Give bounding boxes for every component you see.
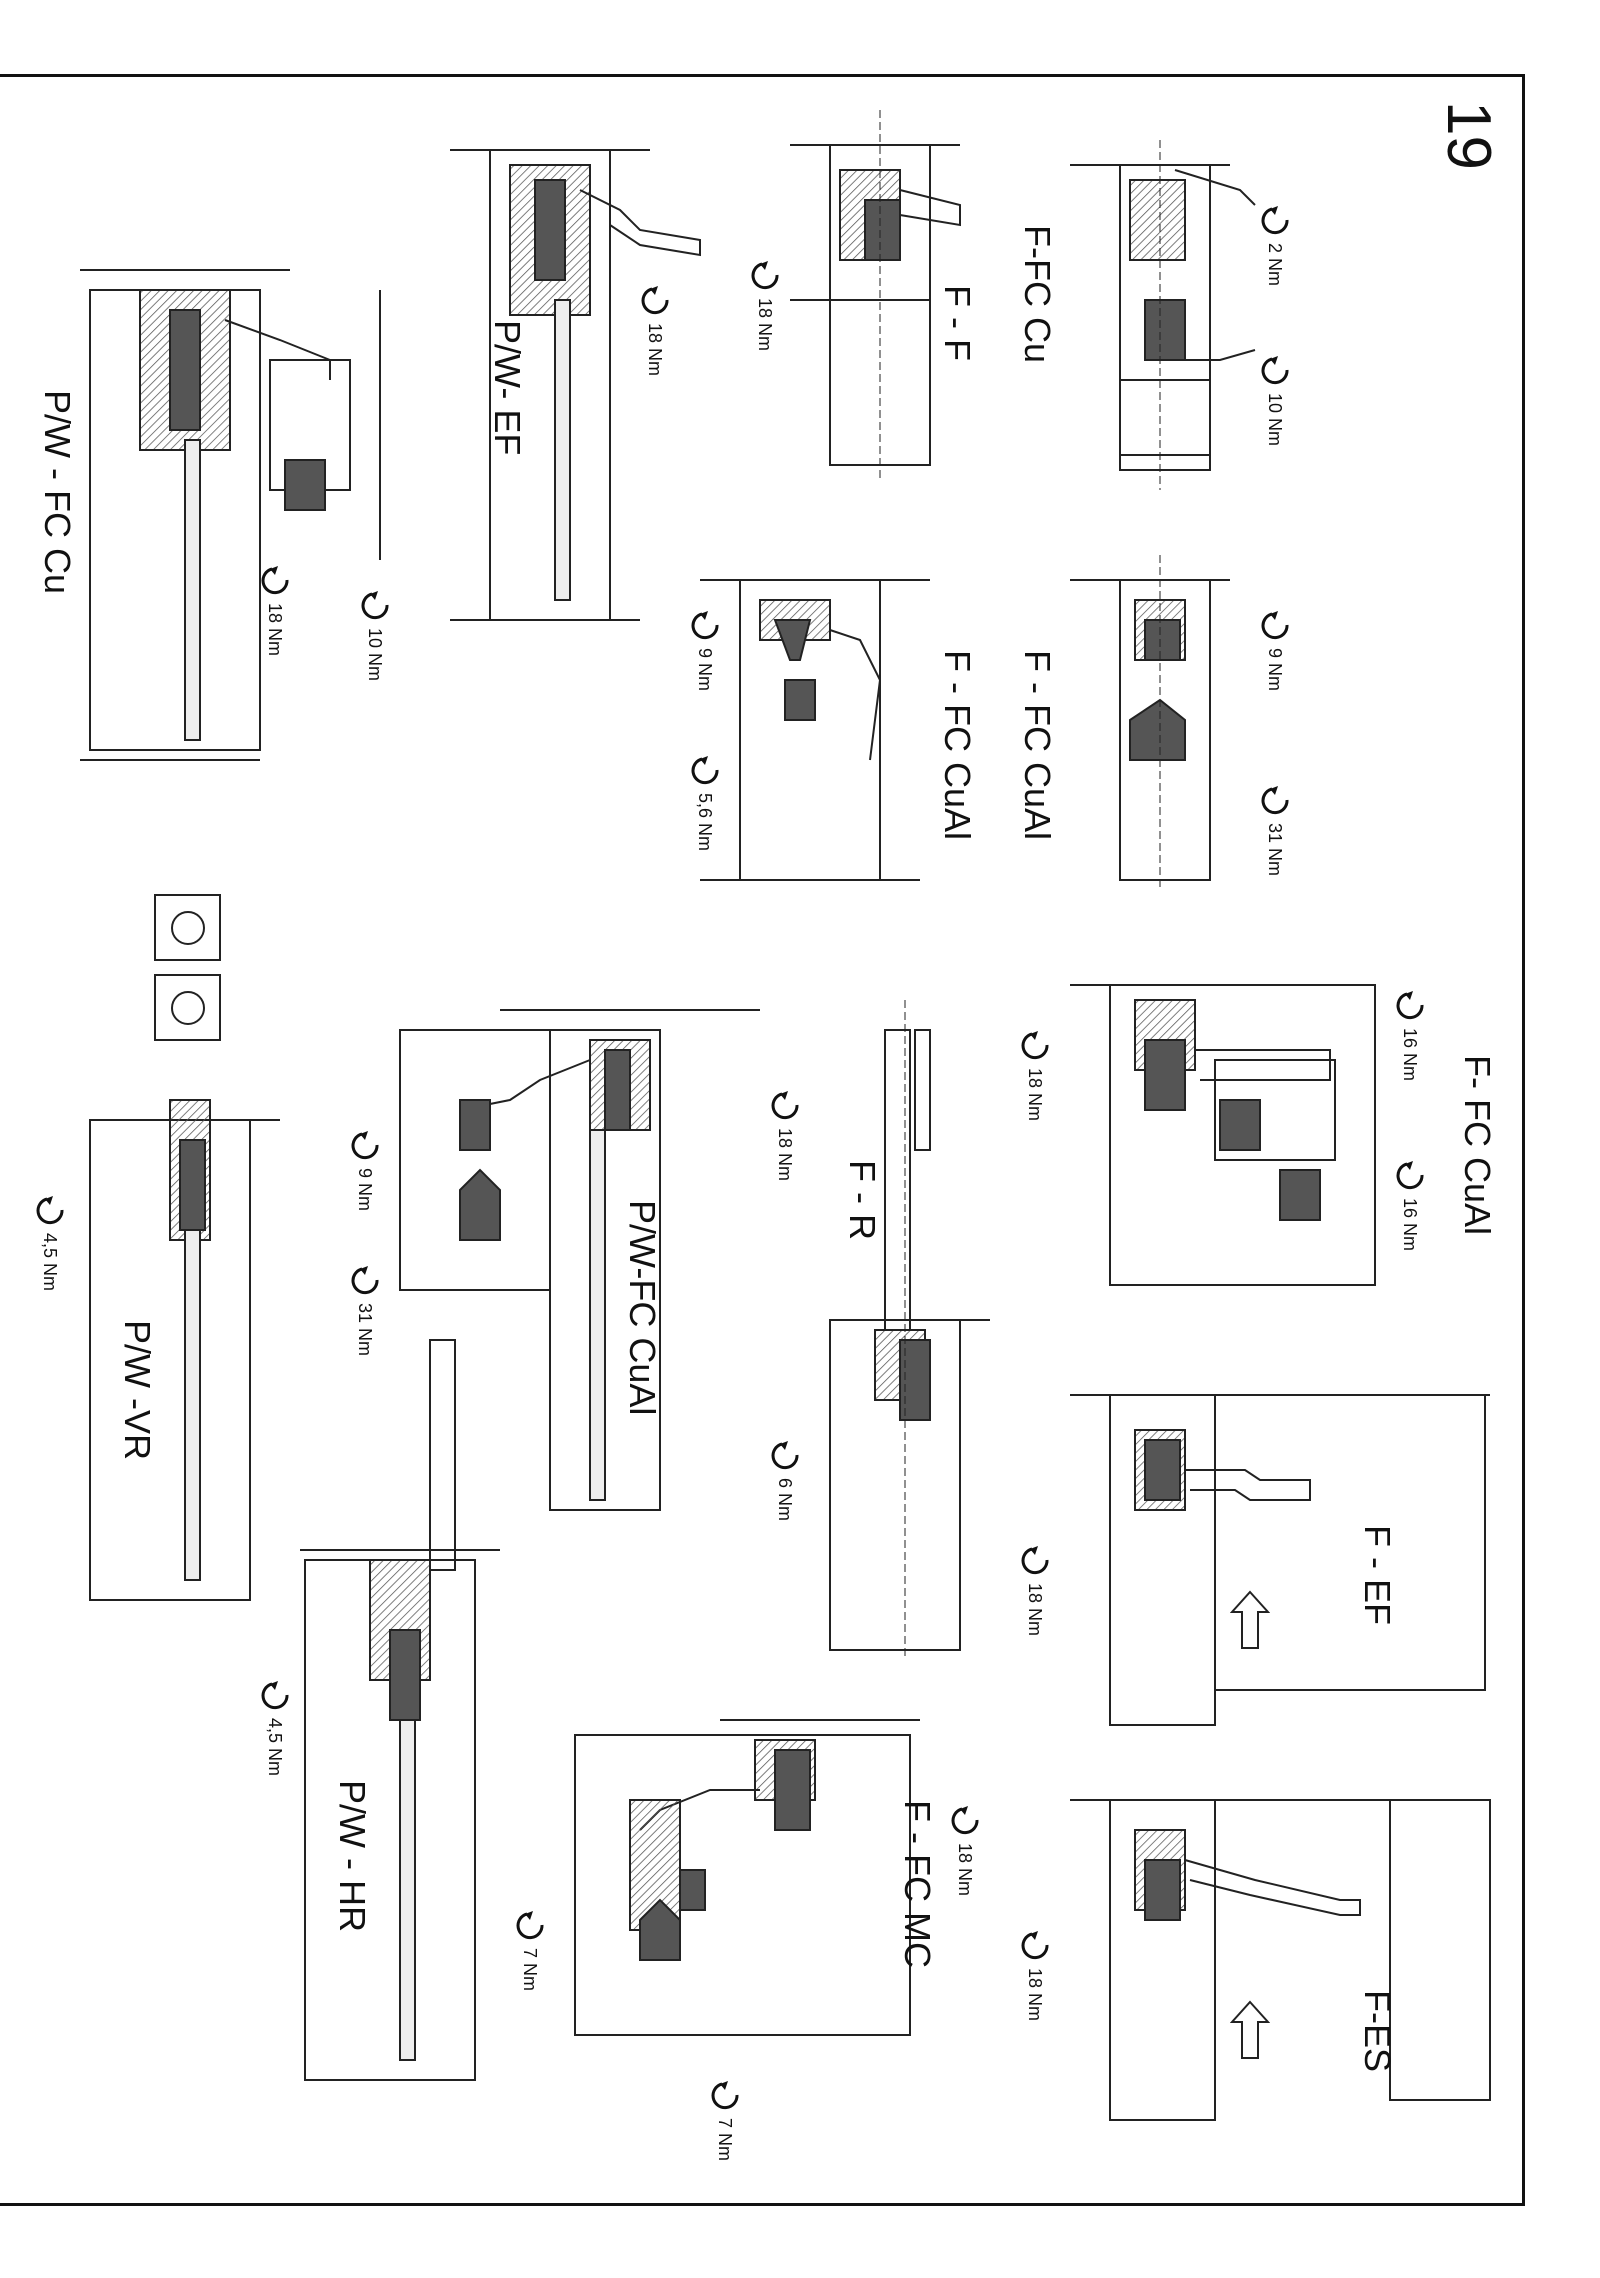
torque-callout: 18 Nm <box>260 565 290 656</box>
torque-callout: 10 Nm <box>360 590 390 681</box>
torque-arrow-icon <box>751 261 779 290</box>
torque-arrow-icon <box>951 1806 979 1835</box>
label-f-es: F-ES <box>1357 1990 1398 2073</box>
torque-arrow-icon <box>261 566 289 595</box>
torque-arrow-icon <box>1021 1931 1049 1960</box>
torque-callout: 18 Nm <box>1020 1030 1050 1121</box>
label-pw-ef: P/W- EF <box>487 320 528 456</box>
label-pw-fc-cu: P/W - FC Cu <box>37 390 78 594</box>
torque-callout: 18 Nm <box>750 260 780 351</box>
torque-callout: 18 Nm <box>1020 1545 1050 1636</box>
torque-callout: 6 Nm <box>770 1440 800 1521</box>
arrow-up-icon <box>1230 1590 1270 1649</box>
label-f-fc-cual-a: F - FC CuAl <box>1017 650 1058 841</box>
torque-callout: 18 Nm <box>950 1805 980 1896</box>
torque-callout: 4,5 Nm <box>260 1680 290 1776</box>
torque-arrow-icon <box>36 1196 64 1225</box>
drawing-pw-hr <box>300 1339 500 2081</box>
torque-arrow-icon <box>1261 611 1289 640</box>
drawing-f-fc-cual-a <box>1070 555 1230 890</box>
torque-callout: 9 Nm <box>690 610 720 691</box>
label-pw-fccual: P/W-FC CuAl <box>622 1200 663 1416</box>
label-f-r: F - R <box>842 1160 883 1240</box>
torque-callout: 7 Nm <box>515 1910 545 1991</box>
label-f-fc-cual-c: F- FC CuAl <box>1457 1055 1498 1235</box>
torque-arrow-icon <box>771 1091 799 1120</box>
torque-callout: 31 Nm <box>1260 785 1290 876</box>
torque-arrow-icon <box>711 2081 739 2110</box>
label-pw-vr: P/W -VR <box>117 1320 158 1460</box>
drawing-f-f <box>790 110 961 480</box>
drawing-f-fc-cual-b <box>700 579 930 881</box>
torque-arrow-icon <box>351 1131 379 1160</box>
drawing-f-fc-cu <box>1070 140 1256 490</box>
drawing-pw-fccual <box>399 1009 760 1511</box>
torque-arrow-icon <box>1396 1161 1424 1190</box>
drawing-f-r <box>829 1000 990 1660</box>
torque-callout: 10 Nm <box>1260 355 1290 446</box>
torque-callout: 7 Nm <box>710 2080 740 2161</box>
drawing-f-ef <box>1070 1394 1490 1726</box>
label-f-fc-mc: F - FC MC <box>897 1800 938 1968</box>
drawing-f-fc-mc <box>574 1719 920 2036</box>
label-f-f: F - F <box>937 285 978 361</box>
drawing-f-es <box>1070 1799 1491 2121</box>
torque-callout: 16 Nm <box>1395 1160 1425 1251</box>
page-frame <box>0 74 1525 2206</box>
torque-arrow-icon <box>351 1266 379 1295</box>
torque-callout: 31 Nm <box>350 1265 380 1356</box>
torque-callout: 9 Nm <box>1260 610 1290 691</box>
label-f-fc-cual-b: F - FC CuAl <box>937 650 978 841</box>
torque-callout: 16 Nm <box>1395 990 1425 1081</box>
torque-arrow-icon <box>1021 1031 1049 1060</box>
torque-arrow-icon <box>691 756 719 785</box>
torque-callout: 2 Nm <box>1260 205 1290 286</box>
torque-arrow-icon <box>1021 1546 1049 1575</box>
drawing-f-fc-cual-c <box>1070 984 1376 1286</box>
torque-arrow-icon <box>641 286 669 315</box>
label-pw-hr: P/W - HR <box>332 1780 373 1932</box>
torque-callout: 4,5 Nm <box>35 1195 65 1291</box>
torque-arrow-icon <box>771 1441 799 1470</box>
label-f-ef: F - EF <box>1357 1525 1398 1625</box>
arrow-up-icon <box>1230 2000 1270 2059</box>
drawing-pw-fc-cu <box>80 269 381 761</box>
torque-callout: 9 Nm <box>350 1130 380 1211</box>
torque-callout: 18 Nm <box>770 1090 800 1181</box>
torque-arrow-icon <box>1261 356 1289 385</box>
torque-arrow-icon <box>516 1911 544 1940</box>
torque-callout: 18 Nm <box>1020 1930 1050 2021</box>
drawing-pw-vr <box>89 894 280 1601</box>
torque-arrow-icon <box>1261 206 1289 235</box>
label-f-fc-cu: F-FC Cu <box>1017 225 1058 363</box>
torque-arrow-icon <box>361 591 389 620</box>
drawing-pw-ef <box>450 149 701 621</box>
torque-arrow-icon <box>691 611 719 640</box>
torque-callout: 5,6 Nm <box>690 755 720 851</box>
torque-arrow-icon <box>261 1681 289 1710</box>
torque-callout: 18 Nm <box>640 285 670 376</box>
torque-arrow-icon <box>1396 991 1424 1020</box>
torque-arrow-icon <box>1261 786 1289 815</box>
